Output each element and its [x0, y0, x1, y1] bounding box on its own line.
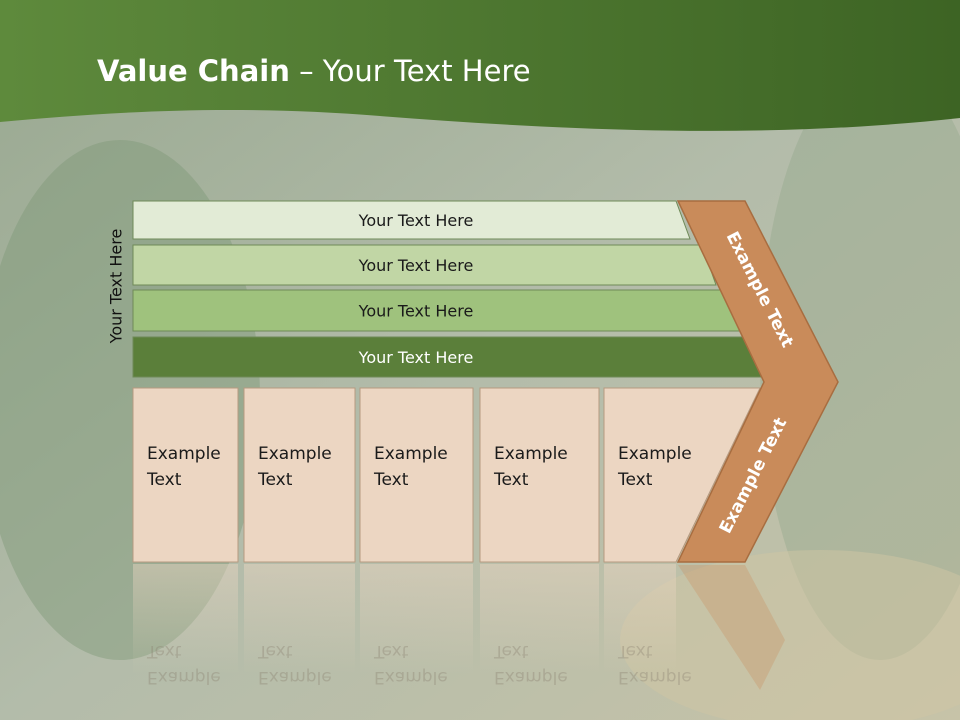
title-rest: – Your Text Here — [289, 54, 531, 88]
example-box-1-line2: Text — [146, 470, 182, 490]
example-box-1 — [132, 387, 239, 563]
bar-2 — [132, 244, 717, 286]
example-box-3-reflection — [360, 564, 473, 674]
example-box-4-line2: Text — [493, 470, 529, 490]
bar-4-label: Your Text Here — [358, 348, 474, 367]
example-box-4-line1: Example — [494, 444, 568, 464]
chevron-shape — [676, 200, 839, 563]
example-box-4 — [479, 387, 600, 563]
example-box-2-reflection-line1: Example — [258, 667, 332, 687]
bar-1 — [132, 200, 691, 240]
example-box-2-line2: Text — [257, 470, 293, 490]
example-box-2 — [243, 387, 356, 563]
example-box-4-reflection-line1: Example — [494, 667, 568, 687]
example-box-5-reflection — [604, 564, 676, 674]
example-box-4-reflection-line2: Text — [493, 641, 529, 661]
example-box-5-reflection-line2: Text — [617, 641, 653, 661]
example-box-5-line2: Text — [617, 470, 653, 490]
example-box-1-reflection — [133, 564, 238, 674]
title-bold: Value Chain — [97, 54, 290, 88]
side-label: Your Text Here — [106, 228, 126, 344]
example-box-3-reflection-line2: Text — [373, 641, 409, 661]
bar-2-label: Your Text Here — [358, 256, 474, 275]
example-box-2-line1: Example — [258, 444, 332, 464]
example-box-3-line1: Example — [374, 444, 448, 464]
slide-title: Value Chain – Your Text Here — [97, 54, 531, 88]
example-box-2-reflection-line2: Text — [257, 641, 293, 661]
example-box-5-reflection-line1: Example — [618, 667, 692, 687]
header-band — [0, 0, 960, 131]
bar-3-label: Your Text Here — [358, 302, 474, 321]
example-box-2-reflection — [244, 564, 355, 674]
example-box-3-line2: Text — [373, 470, 409, 490]
example-box-1-line1: Example — [147, 444, 221, 464]
example-box-5 — [603, 387, 761, 563]
example-box-4-reflection — [480, 564, 599, 674]
example-box-3 — [359, 387, 474, 563]
chevron-reflection — [678, 565, 785, 690]
example-box-1-reflection-line2: Text — [146, 641, 182, 661]
example-box-1-reflection-line1: Example — [147, 667, 221, 687]
bar-1-label: Your Text Here — [358, 211, 474, 230]
example-box-5-line1: Example — [618, 444, 692, 464]
example-box-3-reflection-line1: Example — [374, 667, 448, 687]
